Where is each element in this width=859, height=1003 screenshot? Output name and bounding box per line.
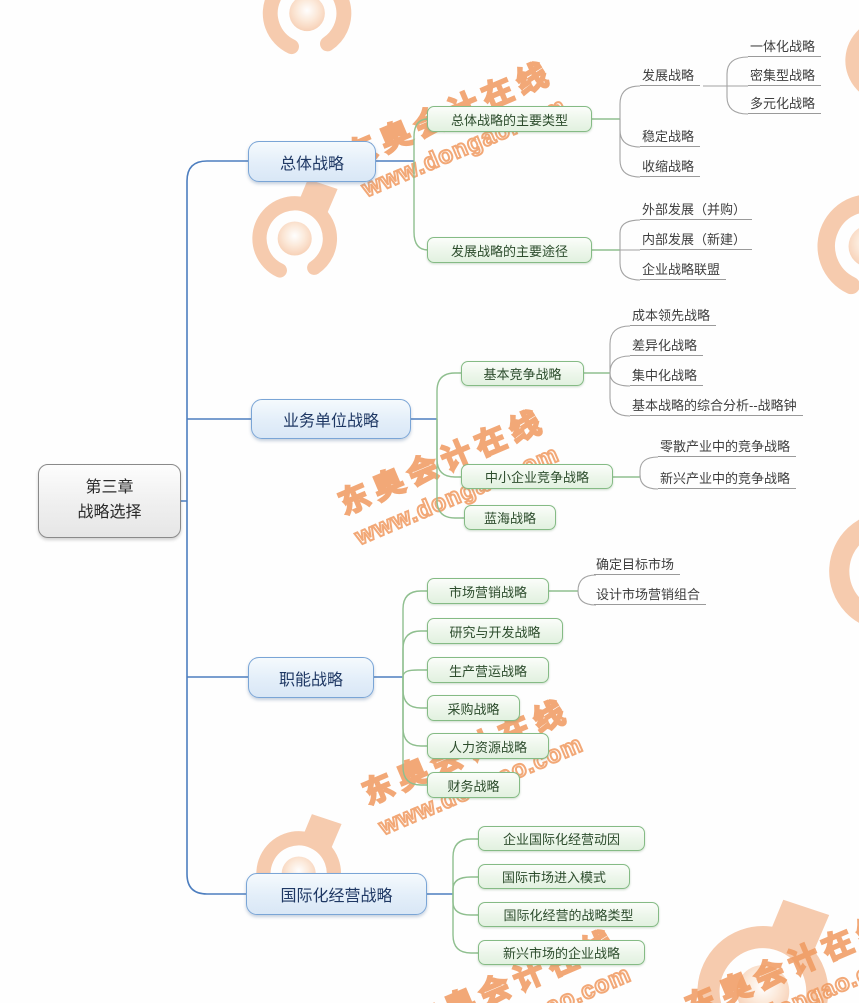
leaf-focus-strategy[interactable]: 集中化战略	[630, 367, 704, 386]
leaf-intensive-strategy[interactable]: 密集型战略	[748, 67, 822, 86]
root-node-label: 第三章 战略选择	[77, 479, 142, 521]
node-overall-strategy-types[interactable]: 总体战略的主要类型	[427, 106, 592, 132]
node-sme-competitive-strategy[interactable]: 中小企业竞争战略	[461, 464, 613, 489]
node-international-strategy[interactable]: 国际化经营战略	[246, 873, 427, 915]
node-overall-strategy[interactable]: 总体战略	[248, 141, 376, 182]
node-basic-competitive-strategy[interactable]: 基本竞争战略	[461, 361, 584, 386]
leaf-diversification-strategy[interactable]: 多元化战略	[748, 95, 822, 114]
node-rd-strategy[interactable]: 研究与开发战略	[427, 618, 563, 644]
leaf-emerging-industry-strategy[interactable]: 新兴产业中的竞争战略	[658, 470, 797, 489]
dongao-brand-logo-icon	[262, 0, 352, 58]
node-functional-strategy[interactable]: 职能战略	[248, 657, 374, 698]
dongao-brand-logo-icon	[845, 18, 859, 103]
node-marketing-strategy[interactable]: 市场营销战略	[427, 578, 549, 604]
leaf-strategic-alliance[interactable]: 企业战略联盟	[640, 261, 727, 280]
leaf-cost-leadership[interactable]: 成本领先战略	[630, 307, 717, 326]
node-internationalization-motives[interactable]: 企业国际化经营动因	[478, 826, 645, 851]
node-production-ops-strategy[interactable]: 生产营运战略	[427, 657, 549, 683]
node-market-entry-modes[interactable]: 国际市场进入模式	[478, 864, 630, 889]
node-emerging-market-strategy[interactable]: 新兴市场的企业战略	[478, 940, 645, 965]
leaf-internal-development[interactable]: 内部发展（新建）	[640, 231, 753, 250]
dongao-brand-logo-icon	[697, 899, 830, 1003]
node-financial-strategy[interactable]: 财务战略	[427, 772, 520, 798]
node-business-unit-strategy[interactable]: 业务单位战略	[251, 399, 411, 439]
leaf-target-market[interactable]: 确定目标市场	[594, 556, 681, 575]
dongao-brand-logo-icon	[817, 194, 859, 299]
node-development-approaches[interactable]: 发展战略的主要途径	[427, 237, 592, 263]
root-node-chapter3[interactable]: 第三章 战略选择	[38, 464, 181, 538]
leaf-differentiation[interactable]: 差异化战略	[630, 337, 704, 356]
leaf-retrenchment-strategy[interactable]: 收缩战略	[640, 158, 701, 177]
node-procurement-strategy[interactable]: 采购战略	[427, 695, 520, 721]
leaf-stability-strategy[interactable]: 稳定战略	[640, 128, 701, 147]
dongao-brand-logo-icon	[252, 179, 338, 281]
leaf-development-strategy[interactable]: 发展战略	[640, 67, 701, 86]
leaf-marketing-mix[interactable]: 设计市场营销组合	[594, 586, 707, 605]
leaf-integration-strategy[interactable]: 一体化战略	[748, 38, 822, 57]
node-hr-strategy[interactable]: 人力资源战略	[427, 733, 549, 759]
leaf-fragmented-industry-strategy[interactable]: 零散产业中的竞争战略	[658, 438, 797, 457]
leaf-strategy-clock[interactable]: 基本战略的综合分析--战略钟	[630, 397, 803, 416]
dongao-brand-logo-icon	[829, 511, 859, 631]
node-blue-ocean-strategy[interactable]: 蓝海战略	[464, 505, 556, 530]
leaf-external-development[interactable]: 外部发展（并购）	[640, 201, 753, 220]
node-international-strategy-types[interactable]: 国际化经营的战略类型	[478, 902, 659, 927]
